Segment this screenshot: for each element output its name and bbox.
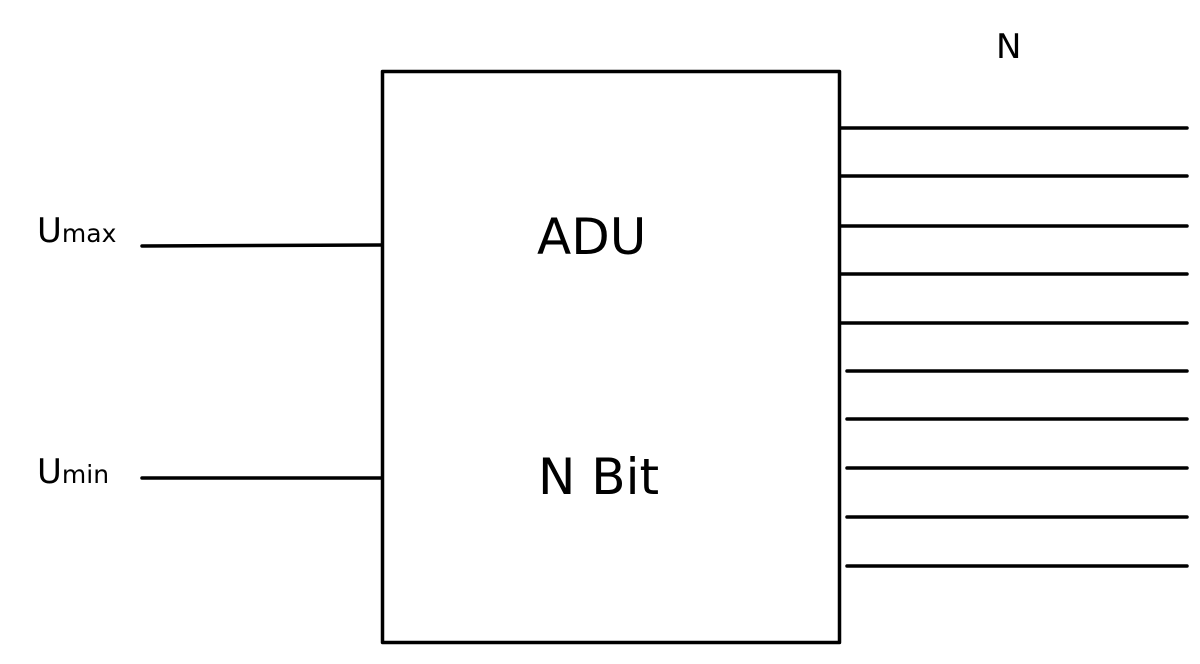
input-symbol: U: [37, 452, 62, 492]
output-bus: [838, 126, 1189, 568]
input-symbol: U: [37, 211, 62, 251]
adc-block: [380, 69, 842, 645]
block-subtitle: N Bit: [538, 448, 660, 506]
input-subscript: max: [61, 219, 117, 248]
output-count-label: N: [996, 27, 1022, 67]
input-line-umax: [140, 243, 384, 248]
block-title: ADU: [537, 208, 647, 266]
input-label-umax: Umax: [37, 214, 116, 248]
input-subscript: min: [61, 460, 110, 489]
input-label-umin: Umin: [37, 455, 109, 489]
